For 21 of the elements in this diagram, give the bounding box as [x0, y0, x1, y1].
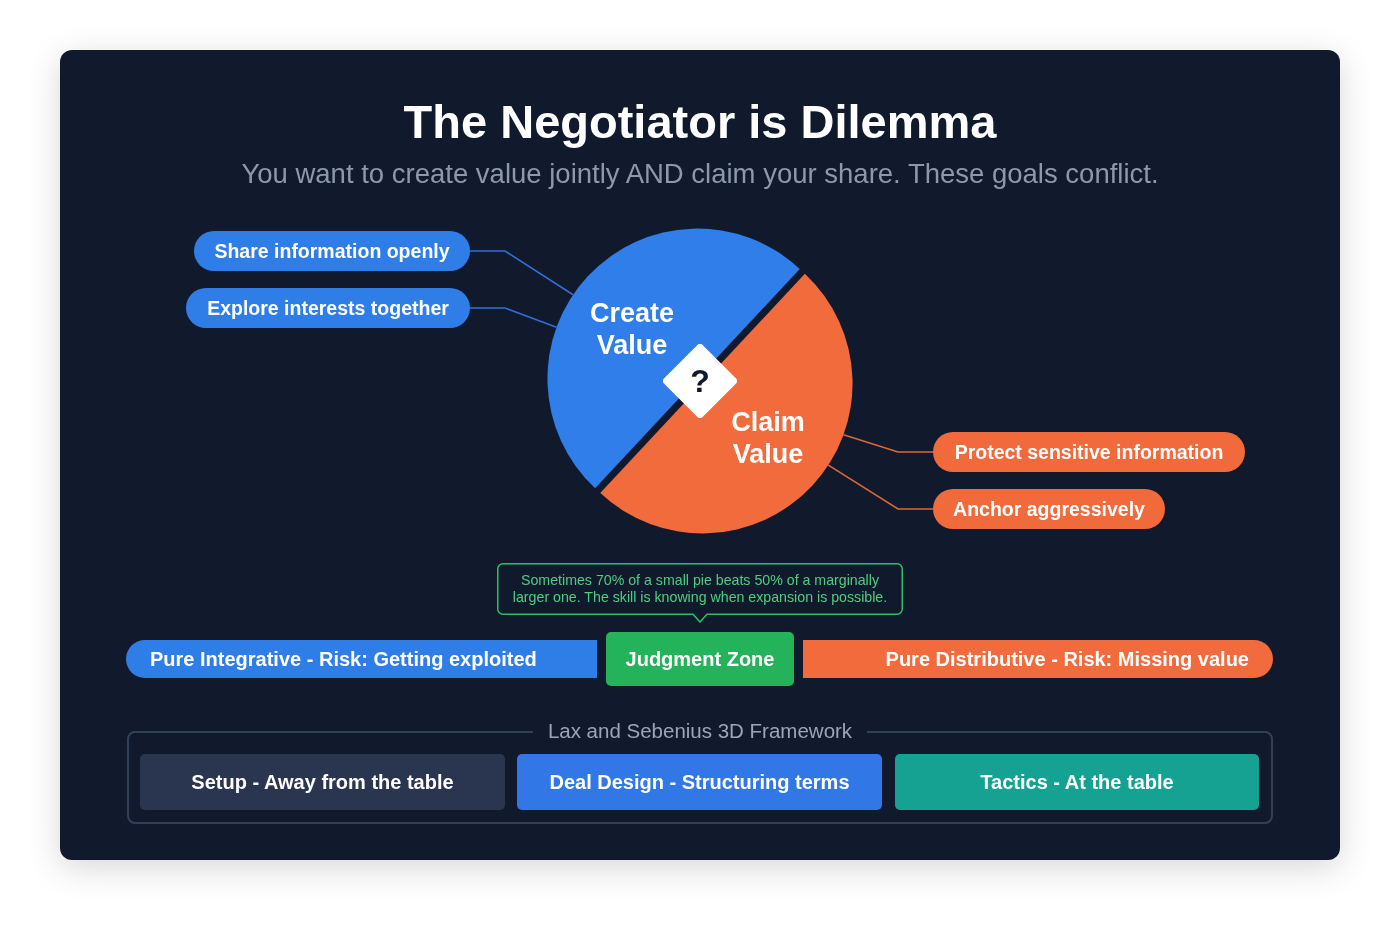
subtitle: You want to create value jointly AND claim your share. These goals conflict. — [241, 157, 1159, 191]
strategy-pill: Share information openly — [194, 231, 470, 271]
segment-label: Create Value — [590, 297, 674, 361]
segment-label: Claim Value — [731, 406, 805, 470]
leader-line — [827, 464, 934, 510]
leader-line — [469, 250, 574, 296]
strategy-pill: Protect sensitive information — [933, 432, 1245, 472]
spectrum-segment: Pure Distributive - Risk: Missing value — [803, 640, 1273, 678]
dimension-card: Setup - Away from the table — [140, 754, 505, 810]
leader-line — [842, 433, 934, 453]
strategy-pill: Explore interests together — [186, 288, 470, 328]
spectrum-segment: Pure Integrative - Risk: Getting exploited — [126, 640, 597, 678]
strategy-pill: Anchor aggressively — [933, 489, 1165, 529]
diagram-title: The Negotiator is Dilemma — [403, 94, 997, 150]
callout-bubble — [497, 563, 903, 623]
callout-text: Sometimes 70% of a small pie beats 50% of a marginally larger one. The skill is knowing when expansion is possible. — [511, 572, 889, 606]
leader-line — [469, 307, 558, 329]
spectrum-zone: Judgment Zone — [606, 632, 794, 686]
dimension-card: Deal Design - Structuring terms — [517, 754, 882, 810]
question-mark: ? — [690, 363, 710, 399]
dimension-card: Tactics - At the table — [895, 754, 1259, 810]
